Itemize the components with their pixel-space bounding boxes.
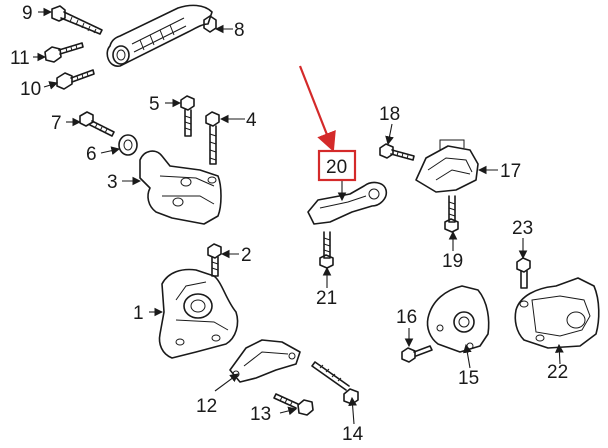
callout-11: 11 [10,48,30,69]
callout-6: 6 [86,144,97,165]
callout-23: 23 [512,218,533,239]
bolt-19-drawing [444,195,459,233]
mount-22-drawing [514,277,600,349]
callout-13: 13 [250,404,271,425]
bolt-14-drawing [311,361,359,405]
callout-1: 1 [133,303,144,324]
callout-14: 14 [342,424,364,445]
callout-labels: 9 8 11 10 5 4 7 6 3 2 1 12 13 14 15 16 1… [10,3,568,445]
bracket-3-drawing [139,150,222,225]
bolt-5-drawing [180,95,195,137]
bolt-7-drawing [79,111,115,137]
bracket-17-drawing [415,139,479,193]
callout-15: 15 [458,368,479,389]
callout-8: 8 [234,20,245,41]
bolt-9-drawing [51,5,103,35]
bolt-23-drawing [516,257,531,289]
bolt-4-drawing [205,111,220,165]
callout-9: 9 [22,3,33,24]
callout-16: 16 [396,307,417,328]
bolt-13-drawing [273,393,314,416]
torque-rod-8-drawing [106,4,217,67]
callout-4: 4 [246,110,257,131]
bolt-2-drawing [207,243,222,277]
callout-12: 12 [196,396,217,417]
bolt-18-drawing [379,143,415,161]
highlight-box [317,149,357,182]
callout-3: 3 [107,172,118,193]
bolt-16-drawing [401,345,433,363]
callout-19: 19 [442,251,463,272]
washer-6-drawing [118,134,138,156]
callout-22: 22 [547,362,568,383]
bolt-10-drawing [56,69,95,90]
bolt-11-drawing [44,42,84,63]
callout-18: 18 [379,104,400,125]
callout-10: 10 [20,79,41,100]
callout-2: 2 [241,245,252,266]
engine-mount-1-drawing [158,268,239,359]
callout-20: 20 [326,157,347,178]
bolt-21-drawing [319,231,334,269]
bracket-12-drawing [229,339,301,383]
highlight-arrow [298,65,336,153]
bracket-20-drawing [307,181,388,225]
callout-5: 5 [149,94,160,115]
mount-15-drawing [426,285,490,353]
leader-lines [33,7,564,425]
callout-17: 17 [500,161,521,182]
callout-21: 21 [316,288,337,309]
callout-7: 7 [51,113,62,134]
